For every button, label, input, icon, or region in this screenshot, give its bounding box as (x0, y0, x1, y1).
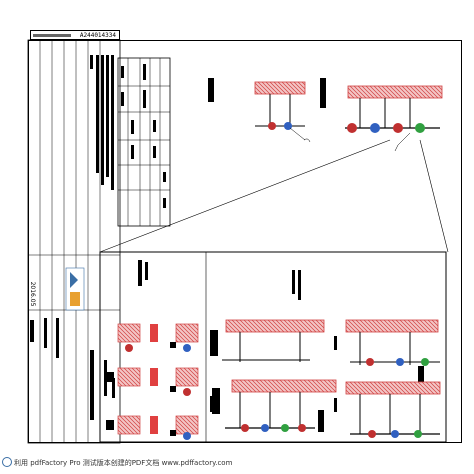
detail-front-view (208, 78, 311, 143)
leader-line-right (419, 139, 449, 253)
step-1-detail (117, 323, 199, 352)
material-table (117, 57, 171, 227)
watermark-bar: 利用 pdfFactory Pro 测试版本创建的PDF文档 www.pdffa… (0, 452, 474, 474)
title-block-text-blocks (30, 318, 115, 420)
detail-side-view (320, 78, 443, 152)
tray-view-top-left (210, 319, 325, 362)
drawing-number-caption (33, 34, 71, 37)
title-block-date: 2016.05 (29, 281, 36, 307)
tray-view-bottom-right (318, 381, 441, 438)
step-2-detail (106, 367, 199, 396)
title-block-strip (27, 39, 121, 444)
pdffactory-logo-icon (2, 457, 12, 467)
general-notes (90, 55, 114, 190)
leader-line-left (99, 139, 391, 253)
watermark-text: 利用 pdfFactory Pro 测试版本创建的PDF文档 www.pdffa… (14, 459, 233, 467)
step-markers (210, 336, 337, 412)
drawing-number-box: A244014334 (30, 30, 120, 40)
drawing-number: A244014334 (79, 32, 116, 39)
step-3-detail (106, 415, 199, 440)
step-labels (138, 260, 301, 300)
tray-view-top-right (345, 319, 440, 386)
title-block-logo-area (65, 267, 85, 311)
enlarged-detail-frame (99, 251, 447, 443)
tray-view-bottom-left (212, 379, 337, 432)
